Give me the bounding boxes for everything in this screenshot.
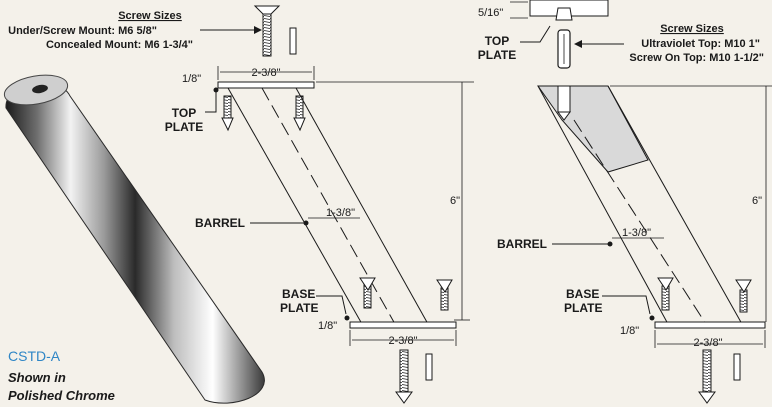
right-barrel-edge-2 (607, 85, 743, 325)
left-screw-line-2: Concealed Mount: M6 1-3/4" (46, 39, 193, 51)
right-top-plate-label-1: TOP (485, 34, 509, 48)
right-base-plate-label-1: BASE (566, 287, 599, 301)
right-top-bolt (555, 7, 573, 69)
right-base-plate (654, 321, 766, 329)
left-dim-top-width: 2-3/8" (252, 67, 281, 79)
finish-note-line-2: Polished Chrome (8, 388, 115, 403)
right-base-plate-leader (602, 295, 651, 315)
right-diagram: 5/16" TOP PLATE Screw Sizes Ultraviolet … (478, 0, 772, 404)
right-dim-height: 6" (752, 195, 762, 207)
right-dim-base-width: 2-3/8" (694, 337, 723, 349)
left-bottom-screw (395, 349, 433, 404)
chrome-standoff-photo (3, 74, 265, 404)
left-top-plate-label-2: PLATE (165, 120, 203, 134)
left-dim-top-thickness: 1/8" (182, 73, 201, 85)
right-barrel-edge-1 (537, 85, 669, 325)
left-top-plate (217, 81, 315, 89)
left-top-plate-leader (205, 92, 217, 113)
left-diagram: Screw Sizes Under/Screw Mount: M6 5/8" C… (8, 5, 474, 404)
left-dim-base-thickness: 1/8" (318, 320, 337, 332)
right-dim-barrel: 1-3/8" (622, 227, 651, 239)
left-dim-barrel: 1-3/8" (326, 207, 355, 219)
right-barrel-label: BARREL (497, 237, 547, 251)
right-dim-cap: 5/16" (478, 7, 503, 19)
left-plate-screws-top (221, 95, 306, 132)
right-top-plate-leader (520, 25, 551, 43)
right-barrel-centerline (573, 119, 707, 325)
right-bottom-screw (698, 349, 741, 404)
right-plate-screws-base (657, 277, 752, 313)
left-screw-arrow (254, 26, 262, 34)
finish-note-line-1: Shown in (8, 370, 66, 385)
right-barrel-cutaway (537, 85, 649, 173)
left-barrel-edge-1 (227, 87, 363, 325)
left-base-plate-label-2: PLATE (280, 301, 318, 315)
model-number: CSTD-A (8, 348, 61, 364)
left-screw-header: Screw Sizes (118, 10, 182, 22)
right-screw-line-2: Screw On Top: M10 1-1/2" (629, 52, 764, 64)
right-top-plate-label-2: PLATE (478, 48, 516, 62)
left-top-screw (253, 5, 297, 57)
left-top-plate-label-1: TOP (172, 106, 196, 120)
left-base-plate-label-1: BASE (282, 287, 315, 301)
left-barrel-edge-2 (295, 87, 429, 325)
right-screw-header: Screw Sizes (660, 23, 724, 35)
left-dim-base-width: 2-3/8" (389, 335, 418, 347)
right-dim-base-thickness: 1/8" (620, 325, 639, 337)
left-screw-line-1: Under/Screw Mount: M6 5/8" (8, 25, 157, 37)
left-base-plate (349, 321, 457, 329)
right-base-plate-label-2: PLATE (564, 301, 602, 315)
left-base-plate-leader (316, 295, 347, 315)
left-plate-screws-base (359, 277, 453, 311)
right-screw-line-1: Ultraviolet Top: M10 1" (641, 38, 760, 50)
left-dim-height: 6" (450, 195, 460, 207)
left-barrel-centerline (261, 87, 396, 325)
left-barrel-label: BARREL (195, 216, 245, 230)
